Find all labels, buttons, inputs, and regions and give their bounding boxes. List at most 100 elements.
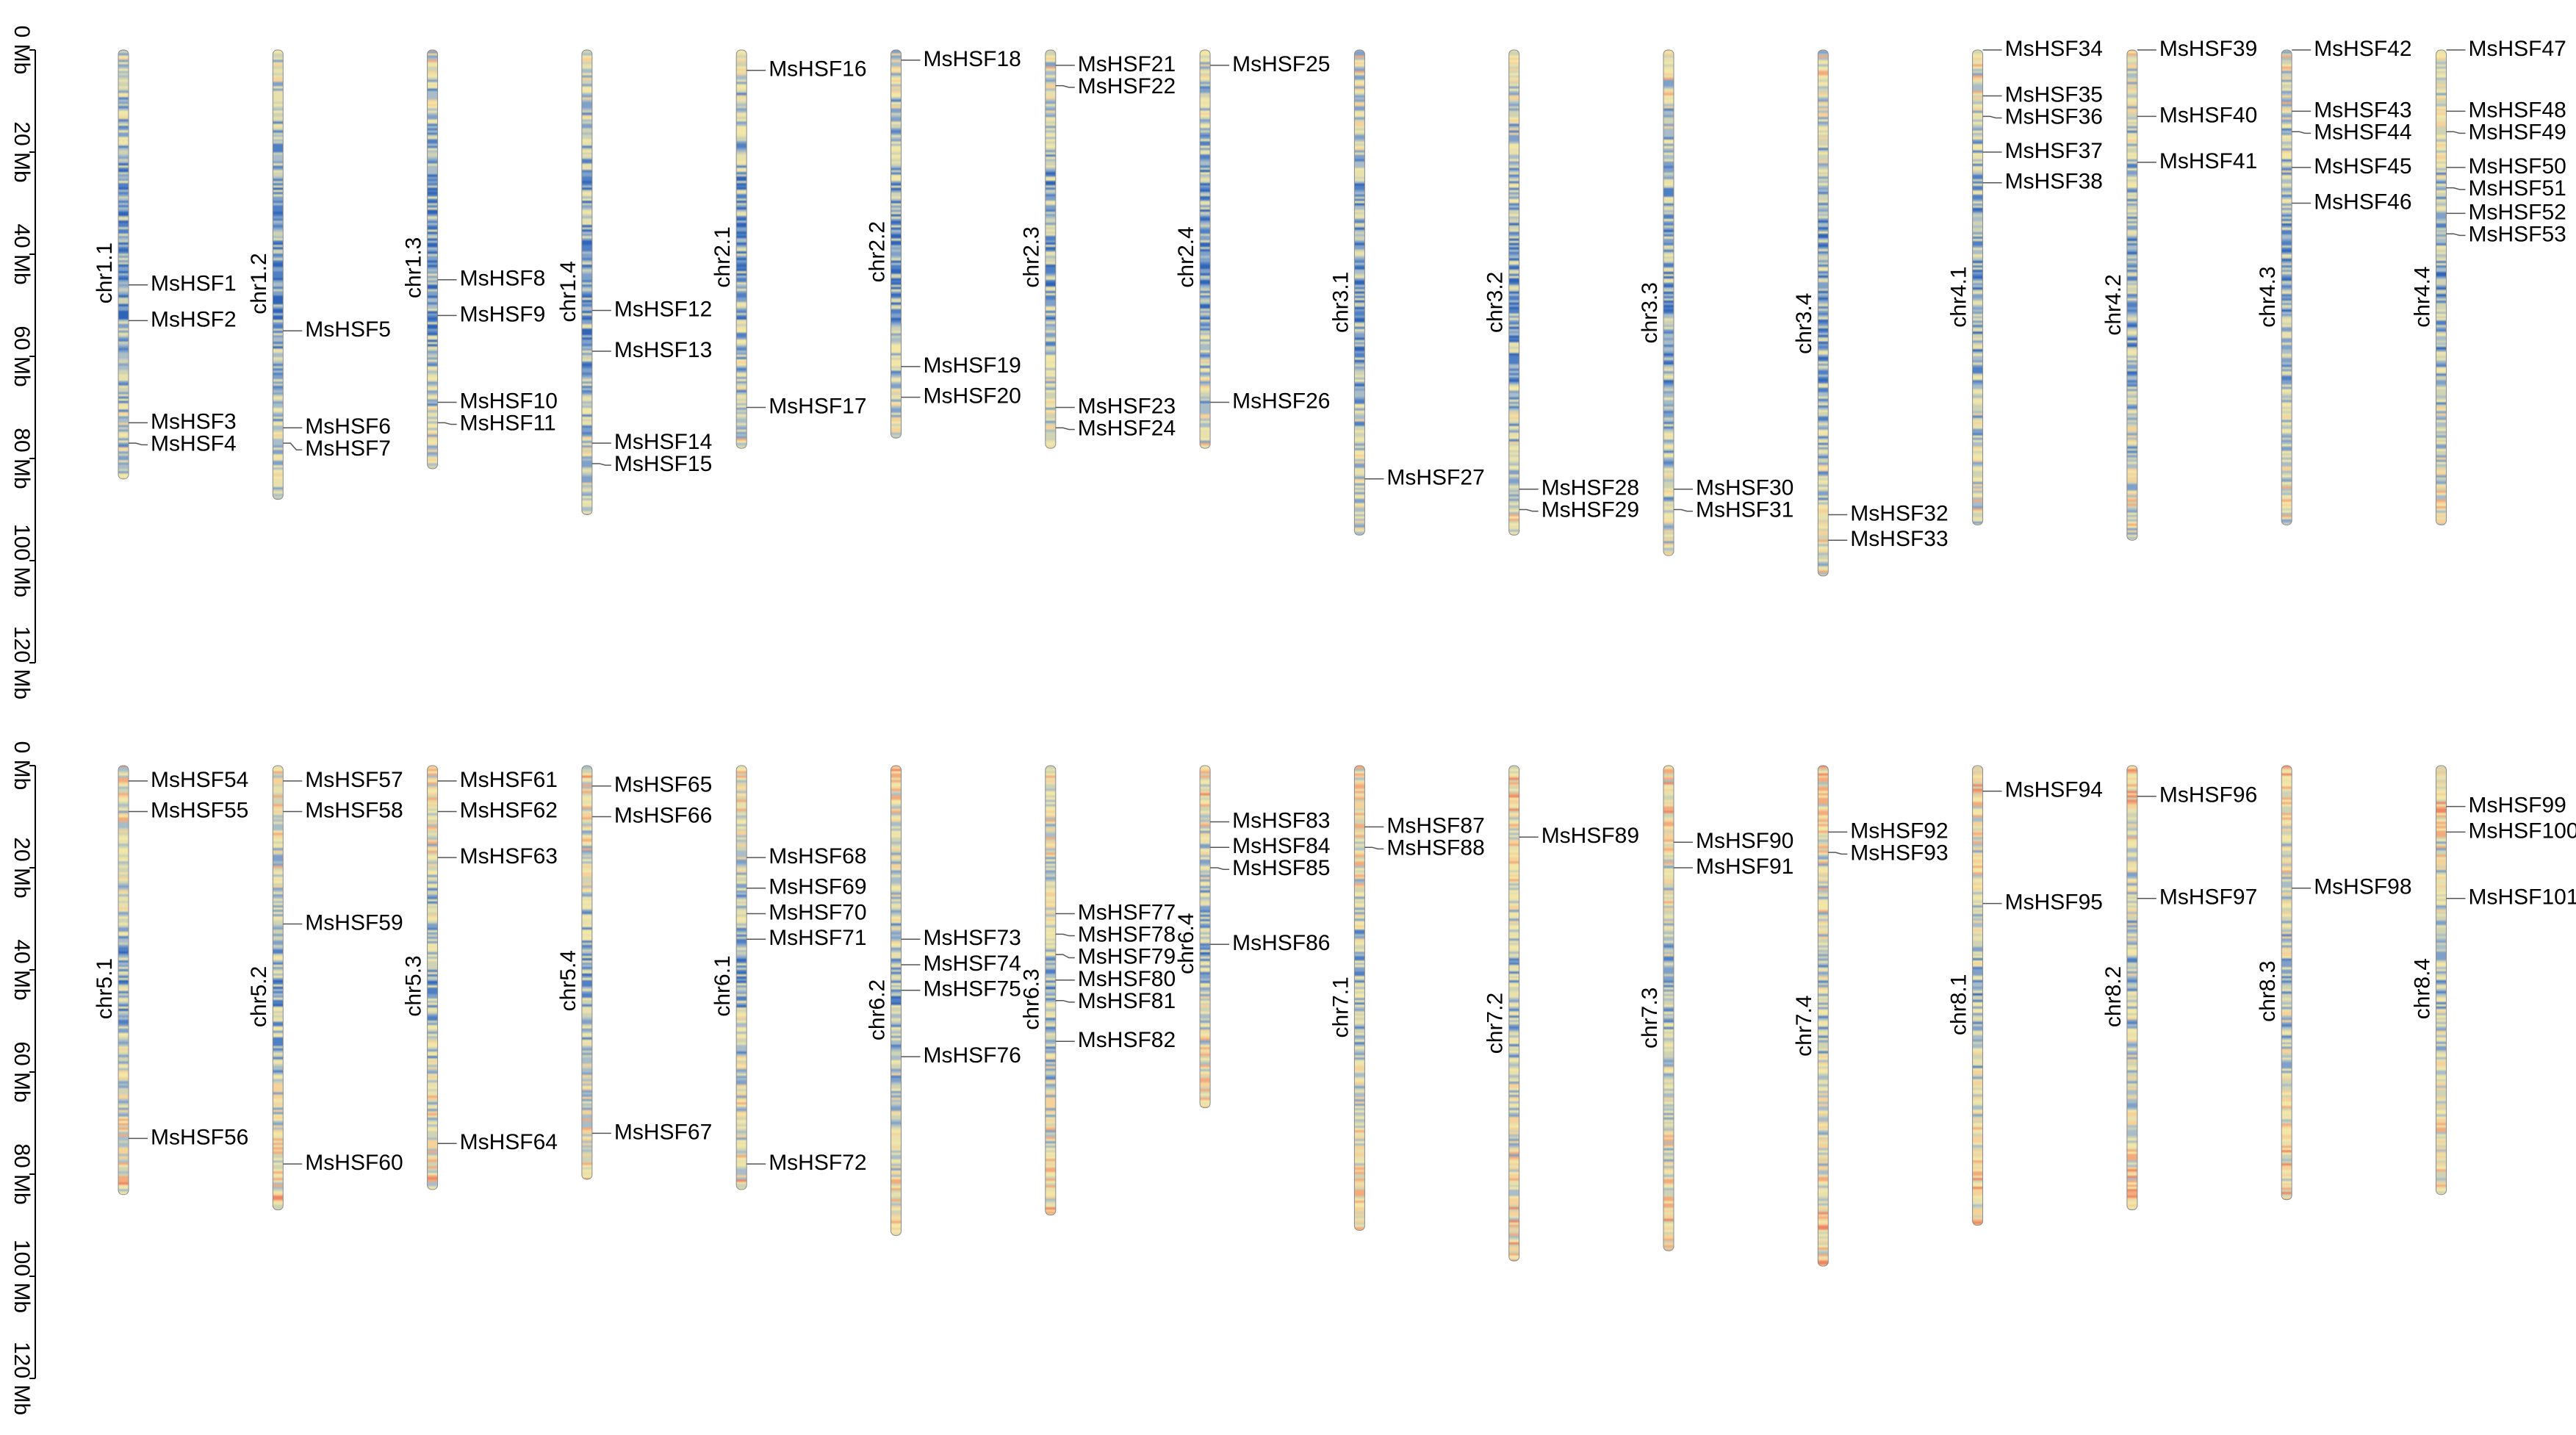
gene-label: MsHSF39 (2159, 37, 2257, 61)
gene-label: MsHSF36 (2005, 104, 2103, 129)
chromosome-bar (1199, 765, 1211, 1109)
scale-tick-label: 20 Mb (10, 837, 34, 898)
chromosome-bar (1817, 49, 1829, 577)
gene-label: MsHSF28 (1541, 476, 1639, 500)
gene-marker-line (2292, 131, 2311, 134)
chromosome-bar (2281, 765, 2292, 1201)
chromosome-bar (1353, 49, 1365, 536)
scale-tick-label: 20 Mb (10, 121, 34, 182)
gene-label: MsHSF31 (1696, 498, 1794, 522)
gene-label: MsHSF58 (305, 798, 403, 822)
chromosome-name: chr6.2 (865, 979, 889, 1040)
scale-tick-label: 120 Mb (10, 1342, 34, 1415)
gene-label: MsHSF13 (614, 338, 712, 362)
chromosome-name: chr7.3 (1638, 988, 1662, 1049)
gene-label: MsHSF30 (1696, 476, 1794, 500)
gene-label: MsHSF67 (614, 1120, 712, 1144)
chromosome-name: chr4.2 (2101, 274, 2126, 335)
gene-label: MsHSF70 (769, 900, 866, 924)
chromosome: chr6.3MsHSF77MsHSF78MsHSF79MsHSF80MsHSF8… (1020, 765, 1176, 1216)
gene-label: MsHSF65 (614, 773, 712, 797)
gene-marker-line (2446, 233, 2466, 237)
chromosome-name: chr6.3 (1020, 968, 1044, 1029)
gene-marker-line (1055, 999, 1075, 1003)
gene-marker-line (1055, 84, 1075, 88)
gene-marker-line (2446, 187, 2466, 190)
gene-label: MsHSF49 (2469, 120, 2566, 144)
chromosome-bar (891, 765, 902, 1236)
gene-label: MsHSF19 (924, 353, 1021, 378)
gene-label: MsHSF27 (1386, 466, 1484, 490)
gene-label: MsHSF90 (1696, 829, 1794, 853)
gene-label: MsHSF33 (1850, 527, 1948, 551)
gene-label: MsHSF88 (1386, 835, 1484, 860)
gene-marker-line (1519, 508, 1539, 512)
gene-label: MsHSF89 (1541, 824, 1639, 848)
chromosome-bar (581, 765, 593, 1180)
gene-label: MsHSF56 (151, 1125, 248, 1149)
scale-tick-label: 80 Mb (10, 428, 34, 489)
gene-label: MsHSF26 (1232, 389, 1330, 413)
chromosome-name: chr3.4 (1792, 293, 1816, 354)
chromosome-bar (2126, 765, 2138, 1211)
chromosome-bar (272, 49, 284, 500)
chromosome-name: chr5.3 (402, 955, 426, 1016)
chromosome: chr4.3MsHSF42MsHSF43MsHSF44MsHSF45MsHSF4… (2256, 37, 2412, 525)
chromosome-bar (1045, 49, 1057, 449)
gene-marker-line (1055, 933, 1075, 937)
chromosome-name: chr2.4 (1174, 226, 1198, 287)
gene-label: MsHSF64 (460, 1130, 558, 1154)
chromosome-name: chr7.2 (1483, 993, 1508, 1054)
gene-label: MsHSF92 (1850, 819, 1948, 843)
chromosome-name: chr8.3 (2256, 960, 2280, 1021)
gene-label: MsHSF76 (924, 1043, 1021, 1068)
gene-label: MsHSF8 (460, 267, 546, 291)
chromosome-name: chr1.3 (402, 237, 426, 298)
gene-label: MsHSF74 (924, 952, 1021, 976)
gene-label: MsHSF84 (1232, 834, 1330, 858)
chromosome-bar (1663, 49, 1674, 556)
gene-label: MsHSF37 (2005, 139, 2103, 163)
gene-label: MsHSF99 (2469, 794, 2566, 818)
gene-label: MsHSF73 (924, 926, 1021, 950)
chromosome-name: chr7.4 (1792, 995, 1816, 1056)
chromosome-name: chr3.3 (1638, 282, 1662, 343)
scale-tick-label: 100 Mb (10, 524, 34, 597)
chromosome-bar (1663, 765, 1674, 1251)
gene-label: MsHSF47 (2469, 37, 2566, 61)
chromosome-name: chr2.2 (865, 221, 889, 282)
gene-label: MsHSF50 (2469, 154, 2566, 179)
gene-label: MsHSF29 (1541, 498, 1639, 522)
chromosome: chr6.1MsHSF68MsHSF69MsHSF70MsHSF71MsHSF7… (710, 765, 867, 1190)
gene-label: MsHSF40 (2159, 103, 2257, 127)
gene-label: MsHSF96 (2159, 783, 2257, 808)
gene-label: MsHSF98 (2314, 875, 2411, 899)
scale-tick-label: 80 Mb (10, 1143, 34, 1204)
gene-label: MsHSF82 (1078, 1028, 1176, 1052)
gene-label: MsHSF93 (1850, 841, 1948, 865)
gene-label: MsHSF95 (2005, 891, 2103, 915)
gene-marker-line (1055, 954, 1075, 959)
gene-label: MsHSF18 (924, 47, 1021, 71)
chromosome-name: chr7.1 (1328, 977, 1353, 1037)
gene-label: MsHSF69 (769, 875, 866, 899)
gene-label: MsHSF9 (460, 302, 546, 326)
gene-label: MsHSF14 (614, 430, 712, 454)
gene-label: MsHSF16 (769, 57, 866, 82)
gene-marker-line (1674, 508, 1693, 512)
chromosome-name: chr1.1 (93, 242, 117, 303)
